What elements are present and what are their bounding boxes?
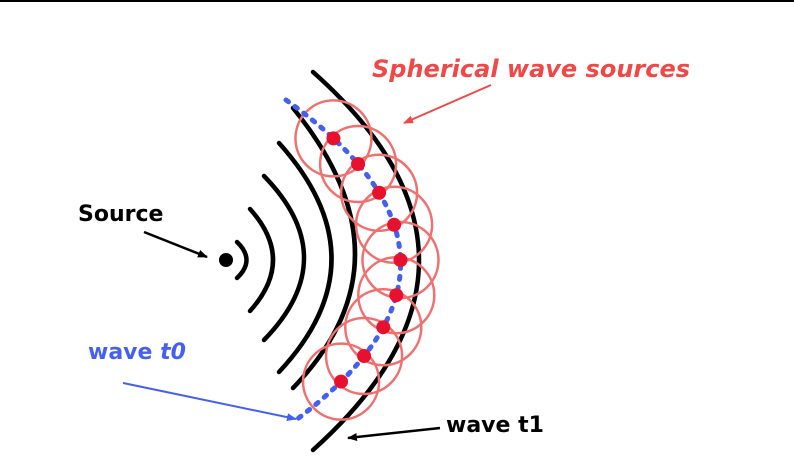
wave-source-point <box>387 218 401 232</box>
source-arrow <box>144 232 207 257</box>
wave-source-point <box>351 157 365 171</box>
wave-t1-label: wave t1 <box>446 413 544 438</box>
wavefront-arc-3 <box>264 176 304 340</box>
wave-t0-variable: t0 <box>160 340 186 365</box>
wave-source-point <box>376 320 390 334</box>
point-source <box>219 253 233 267</box>
wave-source-point <box>394 253 408 267</box>
wavefronts <box>237 72 419 450</box>
wavefront-arc-2 <box>250 209 273 311</box>
wave-source-point <box>357 349 371 363</box>
wave-source-point <box>372 186 386 200</box>
wave-t0-prefix: wave <box>88 340 160 365</box>
wave-t0-label: wave t0 <box>88 340 186 365</box>
spherical-sources-arrow <box>404 85 491 123</box>
source-label: Source <box>78 202 163 227</box>
wave-source-point <box>334 375 348 389</box>
wave-source-point <box>389 288 403 302</box>
wave-source-point <box>326 131 340 145</box>
wave-t1-arrow <box>348 428 440 438</box>
wavefront-arc-1 <box>237 242 247 278</box>
top-divider <box>0 0 794 2</box>
spherical-wave-sources-label: Spherical wave sources <box>372 55 690 83</box>
wave-t0-arrow <box>123 383 296 419</box>
